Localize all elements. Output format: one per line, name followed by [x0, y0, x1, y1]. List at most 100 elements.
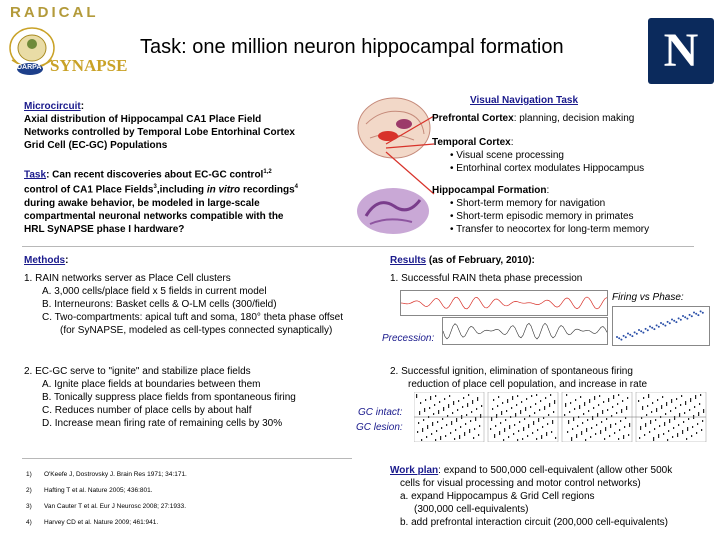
spike-tick: [508, 436, 510, 438]
spike-tick: [469, 431, 471, 433]
spike-tick: [451, 423, 453, 425]
spike-tick: [571, 437, 573, 439]
spike-tick: [620, 420, 622, 422]
methods-item-1: 1. RAIN networks server as Place Cell cl…: [24, 273, 344, 336]
firing-phase-plot: [612, 306, 710, 346]
spike-tick: [462, 406, 464, 408]
prefrontal-line: Prefrontal Cortex: planning, decision ma…: [432, 113, 635, 124]
spike-tick: [610, 426, 612, 428]
spike-tick: [613, 397, 615, 399]
spike-tick: [648, 396, 650, 398]
spike-tick: [417, 431, 419, 433]
spike-tick: [658, 434, 660, 436]
phase-dot: [642, 331, 645, 334]
spike-tick: [515, 415, 517, 417]
phase-dot: [662, 323, 665, 326]
spike-tick: [423, 419, 425, 421]
spike-tick: [568, 422, 570, 424]
spike-tick: [653, 439, 655, 441]
phase-dot: [701, 311, 704, 314]
spike-tick: [696, 432, 698, 434]
spike-tick: [435, 395, 437, 397]
spike-tick: [538, 420, 540, 422]
task-label: Task: [24, 169, 47, 181]
spike-tick: [565, 403, 567, 405]
synapse-emblem-icon: [9, 27, 55, 75]
spike-tick: [642, 406, 644, 408]
phase-dot: [699, 310, 702, 313]
references-list: 1)O'Keefe J, Dostrovsky J. Brain Res 197…: [26, 470, 356, 534]
phase-dot: [679, 318, 682, 321]
spike-tick: [569, 411, 571, 413]
spike-tick: [464, 434, 466, 436]
spike-tick: [645, 425, 647, 427]
methods-item-2: 2. EC-GC serve to "ignite" and stabilize…: [24, 366, 296, 429]
spike-tick: [433, 413, 435, 415]
spike-tick: [606, 418, 608, 420]
spike-tick: [581, 433, 583, 435]
spike-tick: [626, 406, 628, 408]
spike-tick: [515, 413, 517, 415]
spike-tick: [685, 403, 687, 405]
precession-trace-svg: [442, 322, 608, 340]
spike-tick: [659, 425, 661, 427]
spike-tick: [446, 424, 448, 426]
spike-tick: [687, 429, 689, 431]
visual-nav-title: Visual Navigation Task: [470, 95, 579, 106]
spike-tick: [419, 413, 421, 415]
reference-item: 2)Hafting T et al. Nature 2005; 436:801.: [26, 487, 153, 494]
spike-tick: [568, 420, 570, 422]
microcircuit-block: Microcircuit: Axial distribution of Hipp…: [24, 100, 344, 152]
spike-tick: [534, 412, 536, 414]
phase-dot: [675, 321, 678, 324]
phase-scatter-svg: [616, 310, 704, 341]
phase-dot: [657, 325, 660, 328]
spike-tick: [490, 428, 492, 430]
workplan-label: Work plan: [390, 465, 439, 476]
spike-tick: [650, 422, 652, 424]
spike-tick: [544, 406, 546, 408]
spike-tick: [533, 421, 535, 423]
spike-tick: [551, 431, 553, 433]
spike-tick: [682, 430, 684, 432]
spike-tick: [640, 428, 642, 430]
spike-tick: [642, 408, 644, 410]
spike-tick: [692, 426, 694, 428]
spike-tick: [684, 412, 686, 414]
spike-tick: [621, 409, 623, 411]
spike-tick: [427, 427, 429, 429]
spike-tick: [504, 430, 506, 432]
spike-tick: [677, 435, 679, 437]
phase-dot: [673, 319, 676, 322]
spike-tick: [505, 419, 507, 421]
spike-tick: [602, 410, 604, 412]
spike-tick: [509, 425, 511, 427]
phase-dot: [631, 335, 634, 338]
spike-tick: [564, 414, 566, 416]
spike-tick: [664, 422, 666, 424]
spike-tick: [669, 419, 671, 421]
spike-tick: [699, 403, 701, 405]
spike-tick: [655, 419, 657, 421]
spike-tick: [662, 396, 664, 398]
spike-tick: [600, 432, 602, 434]
spike-tick: [493, 399, 495, 401]
result-1: 1. Successful RAIN theta phase precessio…: [390, 273, 583, 284]
spike-tick: [502, 402, 504, 404]
spike-tick: [589, 399, 591, 401]
phase-dot: [624, 336, 627, 339]
spike-tick: [695, 395, 697, 397]
synapse-logo: DARPA SYNAPSE: [6, 22, 127, 84]
spike-tick: [628, 434, 630, 436]
spike-tick: [492, 408, 494, 410]
spike-tick: [617, 403, 619, 405]
microcircuit-line: Grid Cell (EC-GC) Populations: [24, 140, 168, 151]
spike-tick: [600, 430, 602, 432]
spike-tick: [592, 418, 594, 420]
spike-tick: [554, 402, 556, 404]
spike-tick: [434, 404, 436, 406]
phase-dot: [618, 337, 621, 340]
spike-tick: [459, 437, 461, 439]
radical-logo: RADICAL: [10, 4, 99, 21]
spike-tick: [520, 412, 522, 414]
